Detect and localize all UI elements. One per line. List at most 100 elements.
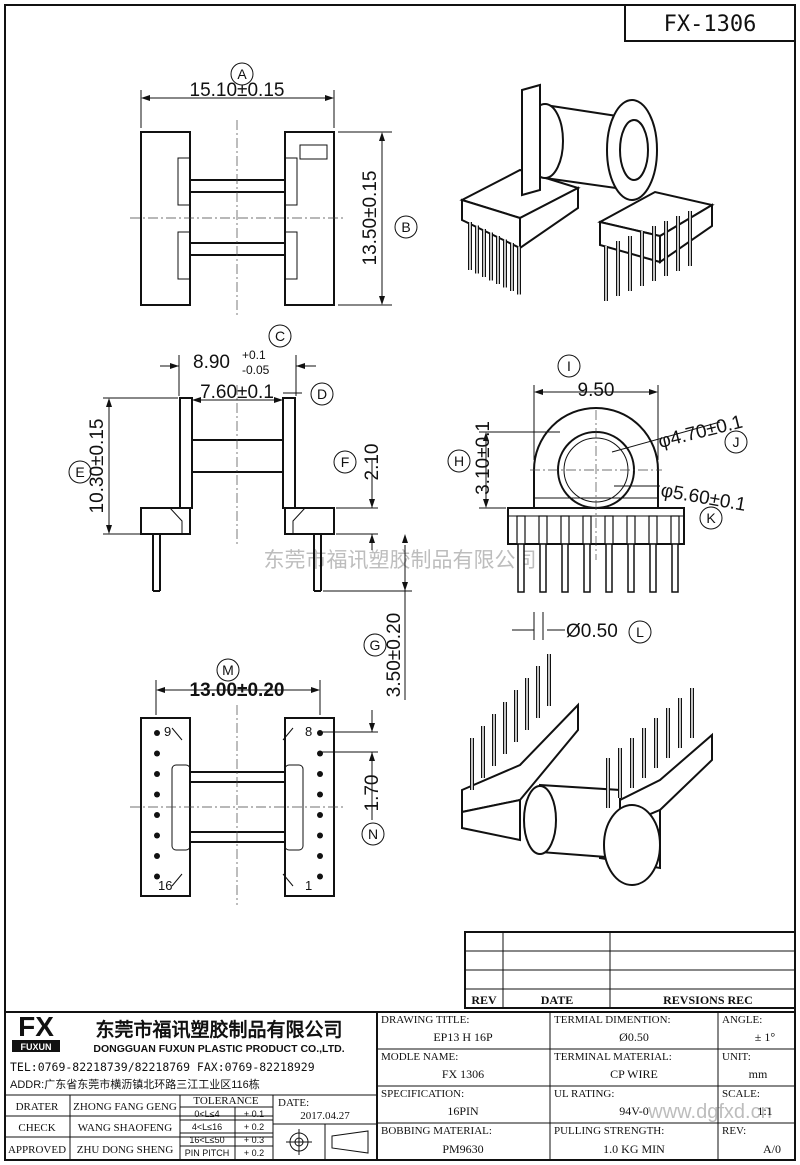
top-view bbox=[130, 90, 392, 315]
iso-view-bottom bbox=[461, 702, 713, 886]
label-j: J bbox=[733, 434, 740, 450]
logo-sub-bg bbox=[12, 1040, 60, 1052]
date-header: DATE bbox=[541, 993, 573, 1007]
label-k: K bbox=[706, 510, 716, 526]
unit-label: UNIT: bbox=[722, 1051, 751, 1063]
iso-view-top bbox=[459, 83, 715, 264]
tol-range-4: PIN PITCH bbox=[185, 1148, 230, 1158]
tol-range-3: 16<L≤50 bbox=[189, 1135, 224, 1145]
model-label: MODLE NAME: bbox=[381, 1051, 458, 1063]
date-value: 2017.04.27 bbox=[300, 1110, 350, 1122]
revision-table bbox=[464, 931, 796, 1009]
projection-symbol-icon bbox=[286, 1129, 369, 1155]
dim-n: 1.70 bbox=[362, 775, 383, 812]
label-circle-l bbox=[628, 620, 652, 644]
company-name-cn: 东莞市福讯塑胶制品有限公司 bbox=[95, 1018, 342, 1041]
terminal-mat-value: CP WIRE bbox=[610, 1067, 658, 1081]
dim-g: 3.50±0.20 bbox=[384, 613, 405, 697]
terminal-dim-value: Ø0.50 bbox=[619, 1030, 649, 1044]
bobbin-mat-label: BOBBING MATERIAL: bbox=[381, 1125, 492, 1137]
dim-h: 3.10±0.1 bbox=[473, 421, 494, 495]
part-number-box bbox=[624, 4, 796, 42]
front-view bbox=[103, 355, 412, 700]
dim-c-upper: +0.1 bbox=[242, 348, 266, 362]
watermark-url: www.dgfxd.cn bbox=[647, 1101, 771, 1123]
rev-label: REV: bbox=[722, 1125, 746, 1137]
pulling-value: 1.0 KG MIN bbox=[603, 1142, 665, 1156]
label-h: H bbox=[454, 453, 464, 469]
label-circle-j bbox=[724, 430, 748, 454]
drater-value: ZHONG FANG GENG bbox=[73, 1101, 177, 1113]
label-d: D bbox=[317, 386, 327, 402]
dim-f: 2.10 bbox=[362, 444, 383, 481]
dim-b: 13.50±0.15 bbox=[360, 171, 381, 266]
scale-value: 1:1 bbox=[757, 1104, 772, 1118]
tolerance-label: TOLERANCE bbox=[193, 1095, 258, 1107]
ul-label: UL RATING: bbox=[554, 1088, 614, 1100]
label-a: A bbox=[237, 66, 247, 82]
dim-i: 9.50 bbox=[578, 380, 615, 401]
label-circle-d bbox=[310, 382, 334, 406]
label-circle-h bbox=[447, 449, 471, 473]
company-address: ADDR:广东省东莞市横沥镇北环路三江工业区116栋 bbox=[10, 1077, 260, 1091]
check-label: CHECK bbox=[18, 1122, 55, 1134]
side-view-pins bbox=[516, 515, 680, 593]
label-e: E bbox=[75, 464, 84, 480]
bottom-view-pins bbox=[154, 730, 323, 880]
label-f: F bbox=[341, 454, 350, 470]
approved-label: APPROVED bbox=[8, 1144, 66, 1156]
label-l: L bbox=[636, 624, 644, 640]
model-value: FX 1306 bbox=[442, 1067, 484, 1081]
tol-range-1: 0<L≤4 bbox=[194, 1109, 219, 1119]
iso-view-bottom-pins bbox=[470, 654, 694, 808]
label-n: N bbox=[368, 826, 378, 842]
label-circle-i bbox=[557, 354, 581, 378]
part-number: FX-1306 bbox=[664, 12, 757, 37]
pulling-label: PULLING STRENGTH: bbox=[554, 1125, 664, 1137]
tol-val-1: + 0.1 bbox=[244, 1109, 264, 1119]
company-tel: TEL:0769-82218739/82218769 FAX:0769-8221… bbox=[10, 1060, 315, 1074]
spec-label: SPECIFICATION: bbox=[381, 1088, 464, 1100]
ul-value: 94V-0 bbox=[619, 1104, 649, 1118]
label-circle-e bbox=[68, 460, 92, 484]
label-i: I bbox=[567, 358, 571, 374]
angle-label: ANGLE: bbox=[722, 1014, 762, 1026]
unit-value: mm bbox=[749, 1067, 768, 1081]
revisions-header: REVSIONS REC bbox=[663, 993, 753, 1007]
side-view bbox=[507, 407, 685, 560]
dim-m: 13.00±0.20 bbox=[190, 680, 285, 701]
dim-d: 7.60±0.1 bbox=[200, 382, 274, 403]
label-circle-c bbox=[268, 324, 292, 348]
company-logo: FX bbox=[18, 1011, 54, 1042]
iso-view-top-pins bbox=[468, 211, 692, 301]
rev-header: REV bbox=[471, 993, 497, 1007]
dim-c: 8.90 bbox=[193, 352, 230, 373]
tol-range-2: 4<L≤16 bbox=[192, 1122, 222, 1132]
pin-label-16: 16 bbox=[158, 878, 172, 893]
label-circle-m bbox=[216, 658, 240, 682]
dim-e: 10.30±0.15 bbox=[87, 419, 108, 514]
label-g: G bbox=[370, 637, 381, 653]
date-label: DATE: bbox=[278, 1097, 309, 1109]
drawing-title-label: DRAWING TITLE: bbox=[381, 1014, 469, 1026]
label-circle-k bbox=[699, 506, 723, 530]
pin-label-9: 9 bbox=[164, 724, 171, 739]
company-name-en: DONGGUAN FUXUN PLASTIC PRODUCT CO.,LTD. bbox=[93, 1043, 344, 1055]
title-block-grid bbox=[4, 1011, 796, 1161]
drawing-title-value: EP13 H 16P bbox=[433, 1030, 493, 1044]
bobbin-mat-value: PM9630 bbox=[442, 1142, 483, 1156]
label-c: C bbox=[275, 328, 285, 344]
terminal-mat-label: TERMINAL MATERIAL: bbox=[554, 1051, 672, 1063]
spec-value: 16PIN bbox=[447, 1104, 479, 1118]
pin-label-8: 8 bbox=[305, 724, 312, 739]
tol-val-3: + 0.3 bbox=[244, 1135, 264, 1145]
label-m: M bbox=[222, 662, 234, 678]
label-circle-a bbox=[230, 62, 254, 86]
pin-label-1: 1 bbox=[305, 878, 312, 893]
scale-label: SCALE: bbox=[722, 1088, 760, 1100]
bottom-view bbox=[130, 680, 378, 905]
tol-val-4: + 0.2 bbox=[244, 1148, 264, 1158]
drater-label: DRATER bbox=[16, 1101, 59, 1113]
label-circle-n bbox=[361, 822, 385, 846]
